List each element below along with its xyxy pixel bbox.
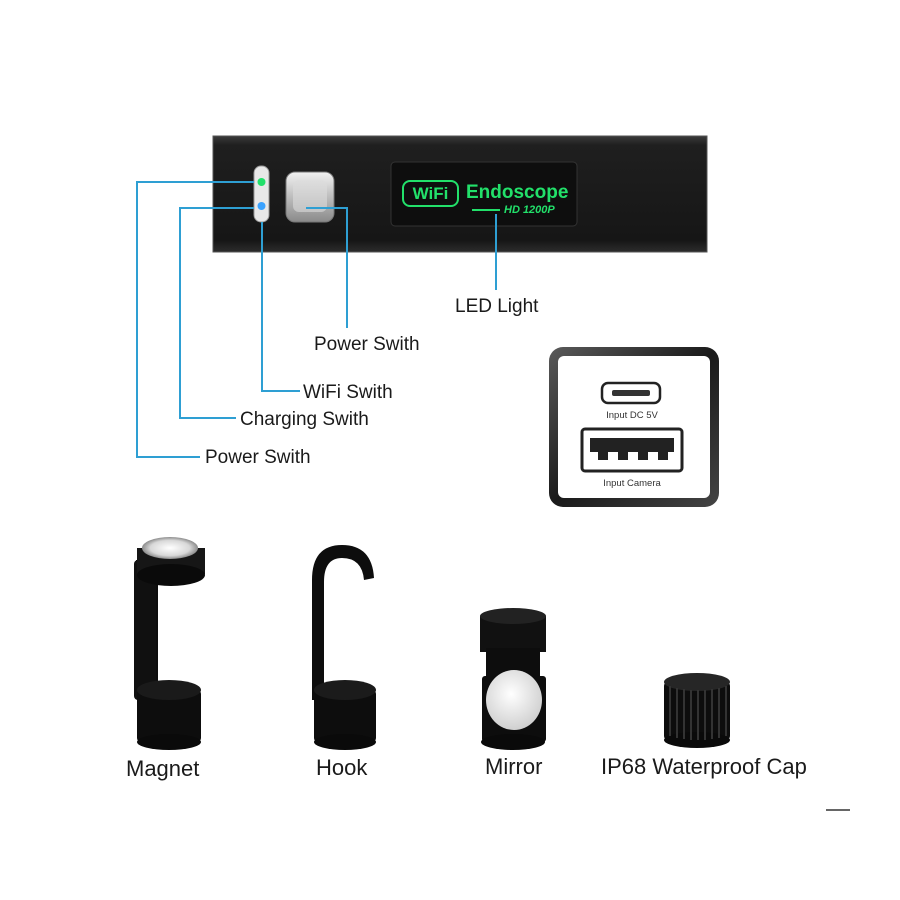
micro-usb-label: Input DC 5V (606, 410, 658, 421)
charging-switch-label: Charging Swith (240, 409, 369, 430)
wifi-switch-label: WiFi Swith (303, 382, 393, 403)
mirror-accessory-image (480, 608, 546, 750)
led-indicator (253, 165, 270, 223)
magnet-label: Magnet (126, 756, 200, 781)
logo-panel (390, 161, 578, 227)
wifi-badge-text: WiFi (412, 183, 449, 203)
wifi-badge: WiFi (402, 180, 459, 207)
port-panel (549, 347, 719, 507)
power-switch-label-top: Power Swith (314, 334, 420, 355)
hook-label: Hook (316, 755, 368, 780)
waterproof-cap-image (664, 673, 730, 748)
callout-lines (136, 181, 497, 458)
mirror-label: Mirror (485, 754, 543, 779)
led-light-label: LED Light (455, 296, 539, 317)
usb-a-label: Input Camera (603, 478, 661, 489)
magnet-accessory-image (134, 537, 205, 750)
hook-accessory-image (312, 545, 376, 750)
power-switch-label-bottom: Power Swith (205, 447, 311, 468)
model-text-value: HD 1200P (504, 204, 555, 216)
brand-text: Endoscope (466, 182, 569, 203)
waterproof-cap-label: IP68 Waterproof Cap (601, 754, 807, 779)
model-text: HD 1200P (472, 204, 555, 216)
endoscope-device (212, 135, 708, 253)
